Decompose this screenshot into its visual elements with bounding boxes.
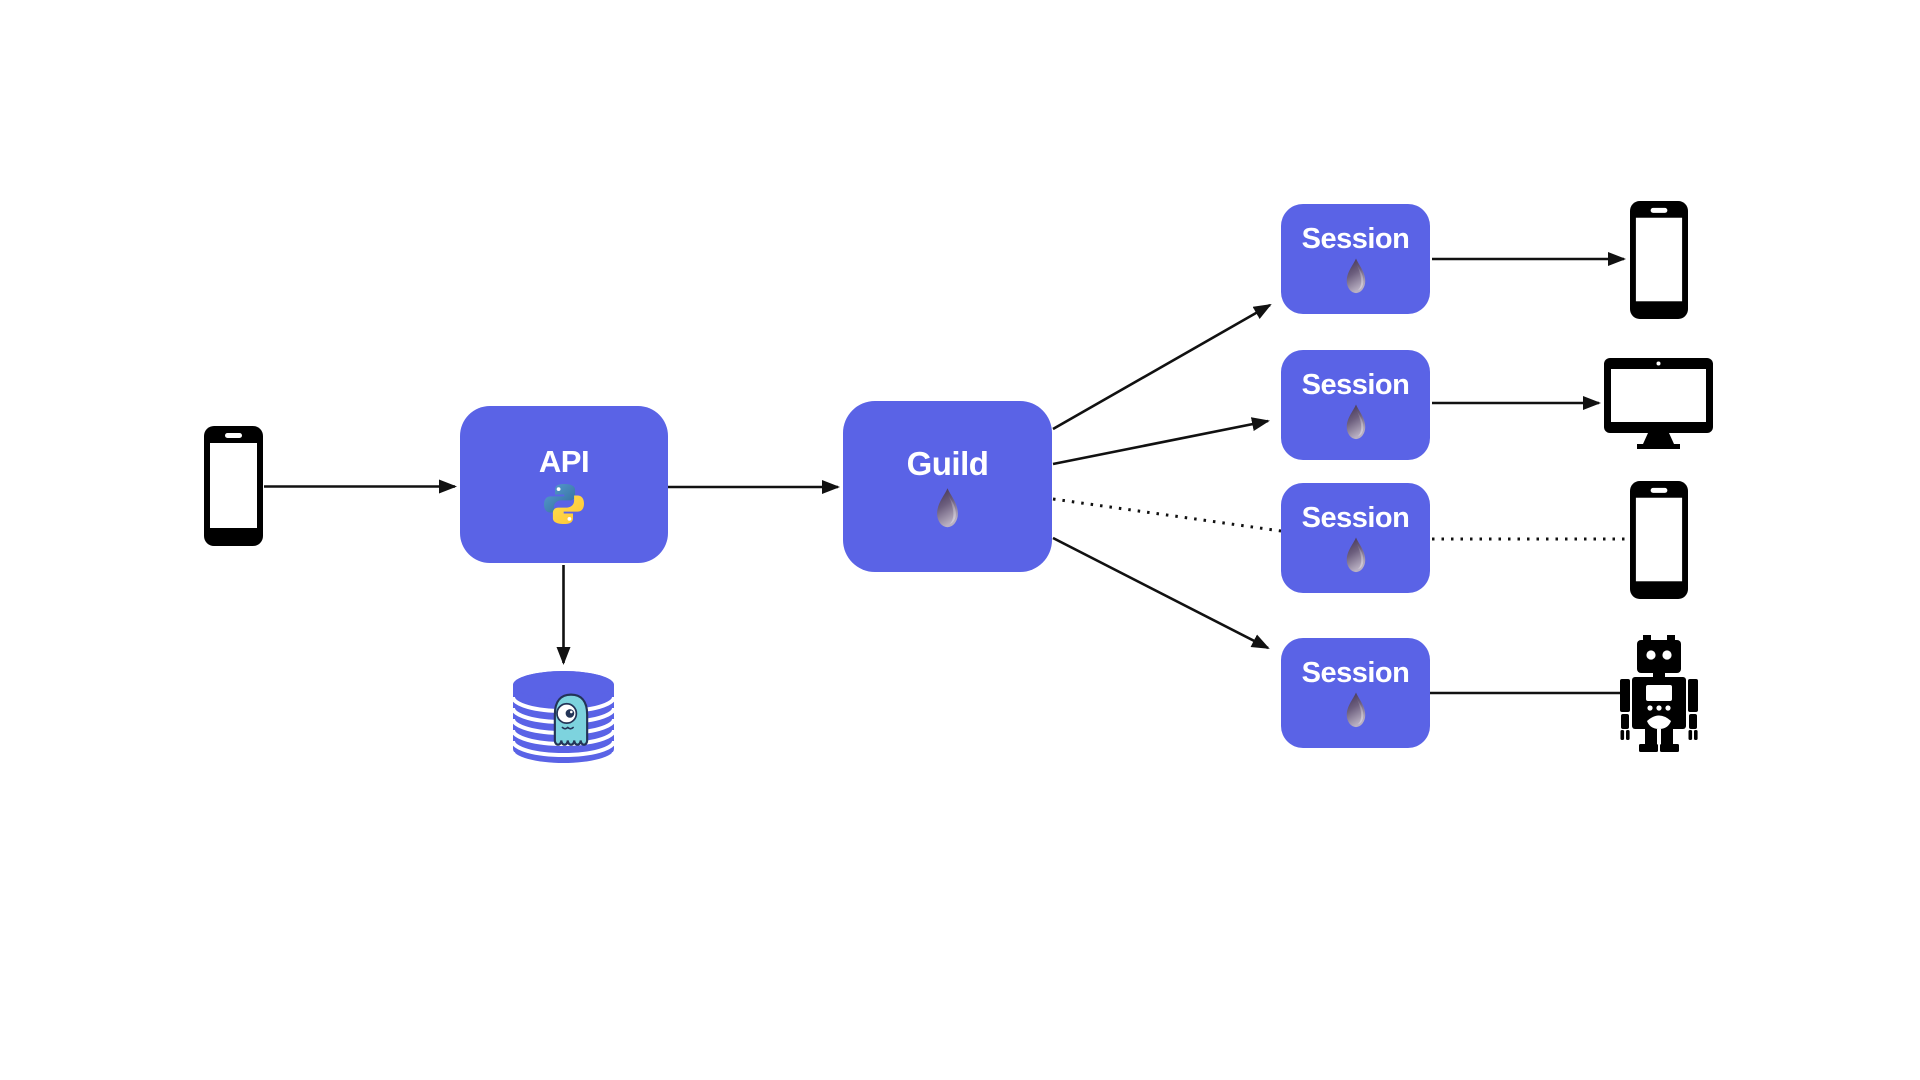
client-smartphone [204, 426, 263, 551]
api-node: API [460, 406, 668, 563]
smartphone-icon [1630, 201, 1688, 319]
edge-guild-to-session-4 [1052, 536, 1270, 650]
edge-guild-to-session-2 [1052, 417, 1270, 466]
session-node-1: Session [1281, 204, 1430, 314]
session-label: Session [1301, 502, 1410, 534]
session-node-3: Session [1281, 483, 1430, 593]
session-label: Session [1301, 657, 1410, 689]
database-mascot [546, 693, 596, 754]
api-label: API [538, 443, 590, 479]
python-logo-icon [544, 483, 584, 524]
device-robot [1620, 635, 1698, 757]
smartphone-icon [204, 426, 263, 546]
elixir-drop-icon [1346, 537, 1365, 573]
squid-mascot-icon [553, 693, 589, 746]
guild-label: Guild [906, 444, 989, 482]
desktop-monitor-icon [1604, 358, 1713, 449]
device-monitor [1604, 358, 1713, 454]
session-label: Session [1301, 369, 1410, 401]
smartphone-icon [1630, 481, 1688, 599]
elixir-drop-icon [1346, 404, 1365, 440]
session-label: Session [1301, 223, 1410, 255]
edge-guild-to-session-1 [1052, 303, 1272, 431]
guild-node: Guild [843, 401, 1052, 572]
session-node-4: Session [1281, 638, 1430, 748]
device-phone-1 [1630, 199, 1688, 326]
elixir-drop-icon [1346, 258, 1365, 294]
elixir-drop-icon [937, 487, 958, 527]
edge-guild-to-session-3 [1052, 497, 1282, 533]
session-node-2: Session [1281, 350, 1430, 460]
robot-icon [1620, 635, 1698, 752]
device-phone-2 [1630, 480, 1688, 605]
elixir-drop-icon [1346, 692, 1365, 728]
